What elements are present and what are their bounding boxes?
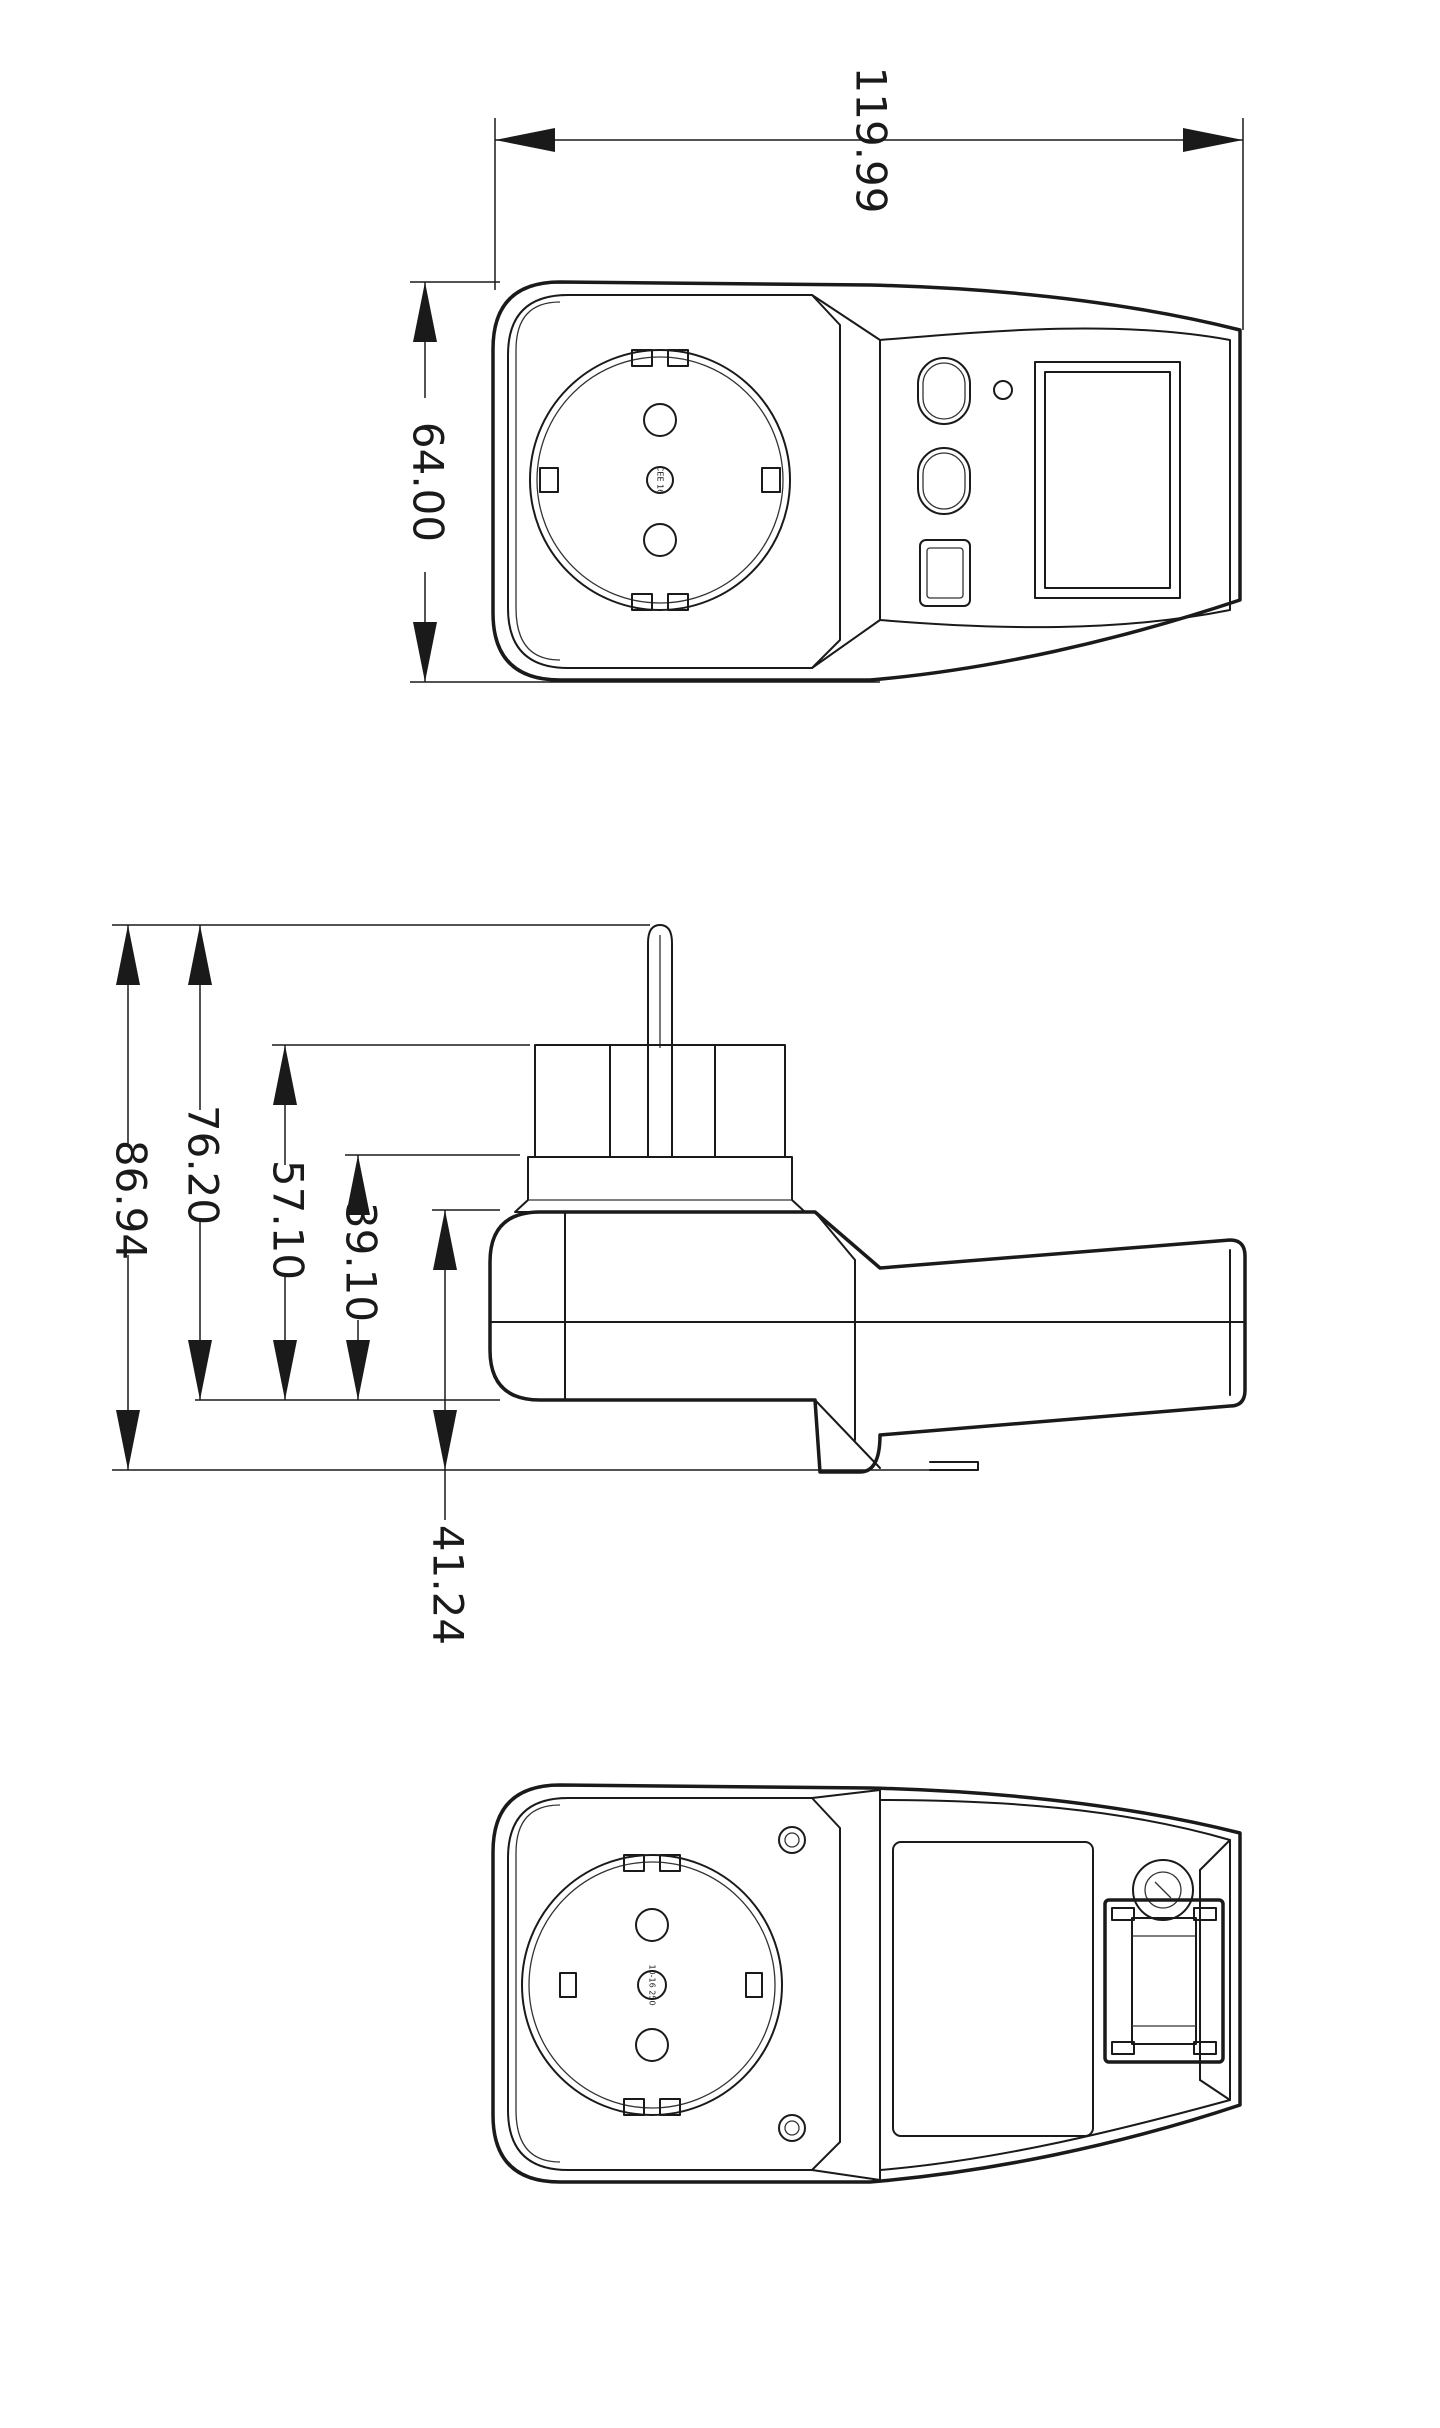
dimension-41-label: 41.24	[424, 1525, 473, 1645]
dimension-height-label: 64.00	[404, 422, 453, 542]
earth-pin	[647, 924, 673, 1049]
bottom-view: 10-16 250	[491, 1783, 1242, 2184]
lcd-display	[1044, 371, 1171, 589]
socket-housing	[507, 294, 841, 669]
dimension-76-label: 76.20	[179, 1105, 228, 1225]
back-socket-housing	[507, 1797, 841, 2171]
screw-bottom	[778, 2114, 806, 2142]
switch-button	[919, 539, 971, 607]
label-plate	[892, 1841, 1094, 2137]
side-body-outline	[488, 1210, 1247, 1474]
pin-hole-bottom	[643, 523, 677, 557]
side-view: 86.94 76.20 57.10 39.10 41.24	[107, 924, 1247, 1645]
rating-text-bottom: 10-16 250	[648, 1964, 657, 2005]
port-slot	[1131, 1917, 1197, 2045]
rating-text-top: CEE 16	[656, 466, 665, 494]
top-view: 119.99 64.00 CEE 16	[404, 67, 1244, 683]
back-socket-ring	[521, 1854, 783, 2116]
dimension-width-label: 119.99	[847, 67, 896, 214]
dimension-39-label: 39.10	[337, 1202, 386, 1322]
device-body-outline	[491, 280, 1242, 682]
set-button	[917, 447, 971, 515]
dimension-total-label: 86.94	[107, 1140, 156, 1260]
rating-badge	[646, 466, 674, 494]
pin-hole-top	[643, 403, 677, 437]
status-led	[993, 380, 1013, 400]
function-button	[917, 357, 971, 425]
control-panel	[879, 327, 1231, 629]
dimension-57-label: 57.10	[264, 1160, 313, 1280]
lcd-display-frame	[1034, 361, 1181, 599]
battery-cover	[1132, 1859, 1194, 1921]
socket-ring	[529, 349, 791, 611]
plug-body	[534, 1044, 786, 1158]
screw-top	[778, 1826, 806, 1854]
back-body-outline	[491, 1783, 1242, 2184]
plug-collar	[514, 1156, 806, 1213]
back-rating-badge	[637, 1970, 667, 2000]
port-module	[1103, 1898, 1225, 2064]
